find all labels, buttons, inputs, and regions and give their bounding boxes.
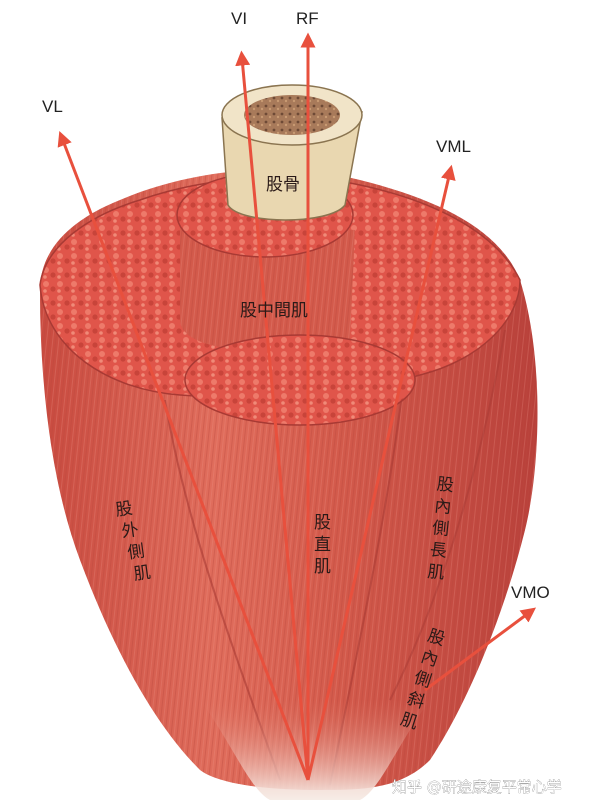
svg-text:肌: 肌 [427, 562, 446, 584]
rectus-femoris-cut [184, 334, 416, 426]
force-vectors [57, 32, 537, 781]
label-rectus-femoris: 股 直 肌 [314, 513, 331, 577]
label-vastus-lateralis: 股 外 側 肌 [114, 499, 152, 585]
svg-text:股: 股 [314, 513, 331, 533]
label-vi: VI [231, 9, 247, 28]
svg-text:內: 內 [433, 496, 452, 518]
svg-text:肌: 肌 [314, 557, 331, 577]
svg-text:斜: 斜 [405, 689, 427, 713]
svg-text:側: 側 [126, 541, 146, 563]
svg-text:股: 股 [436, 474, 455, 496]
label-vastus-medialis-obliquus: 股 內 側 斜 肌 [398, 626, 448, 734]
svg-text:長: 長 [429, 540, 448, 562]
label-rf: RF [296, 9, 319, 28]
label-vastus-medialis-longus: 股 內 側 長 肌 [427, 474, 455, 583]
svg-text:外: 外 [120, 520, 140, 542]
svg-text:股: 股 [425, 626, 447, 650]
label-vml: VML [436, 137, 471, 156]
svg-text:股: 股 [114, 499, 134, 521]
arrow-vl [57, 130, 310, 781]
svg-text:肌: 肌 [398, 710, 420, 734]
svg-text:肌: 肌 [132, 563, 152, 585]
arrow-vmo [424, 607, 537, 692]
watermark: 知乎 @研途康复平常心学 [392, 778, 562, 796]
svg-text:內: 內 [418, 647, 440, 671]
label-vastus-intermedius: 股中間肌 [240, 301, 308, 321]
femur-bone [221, 84, 363, 221]
arrow-vi [235, 50, 310, 781]
svg-text:直: 直 [314, 535, 331, 555]
svg-text:側: 側 [412, 668, 434, 692]
label-vmo: VMO [511, 583, 550, 602]
arrow-vml [306, 164, 456, 781]
svg-text:側: 側 [431, 518, 450, 540]
label-vl: VL [42, 97, 63, 116]
label-femur: 股骨 [266, 175, 300, 195]
